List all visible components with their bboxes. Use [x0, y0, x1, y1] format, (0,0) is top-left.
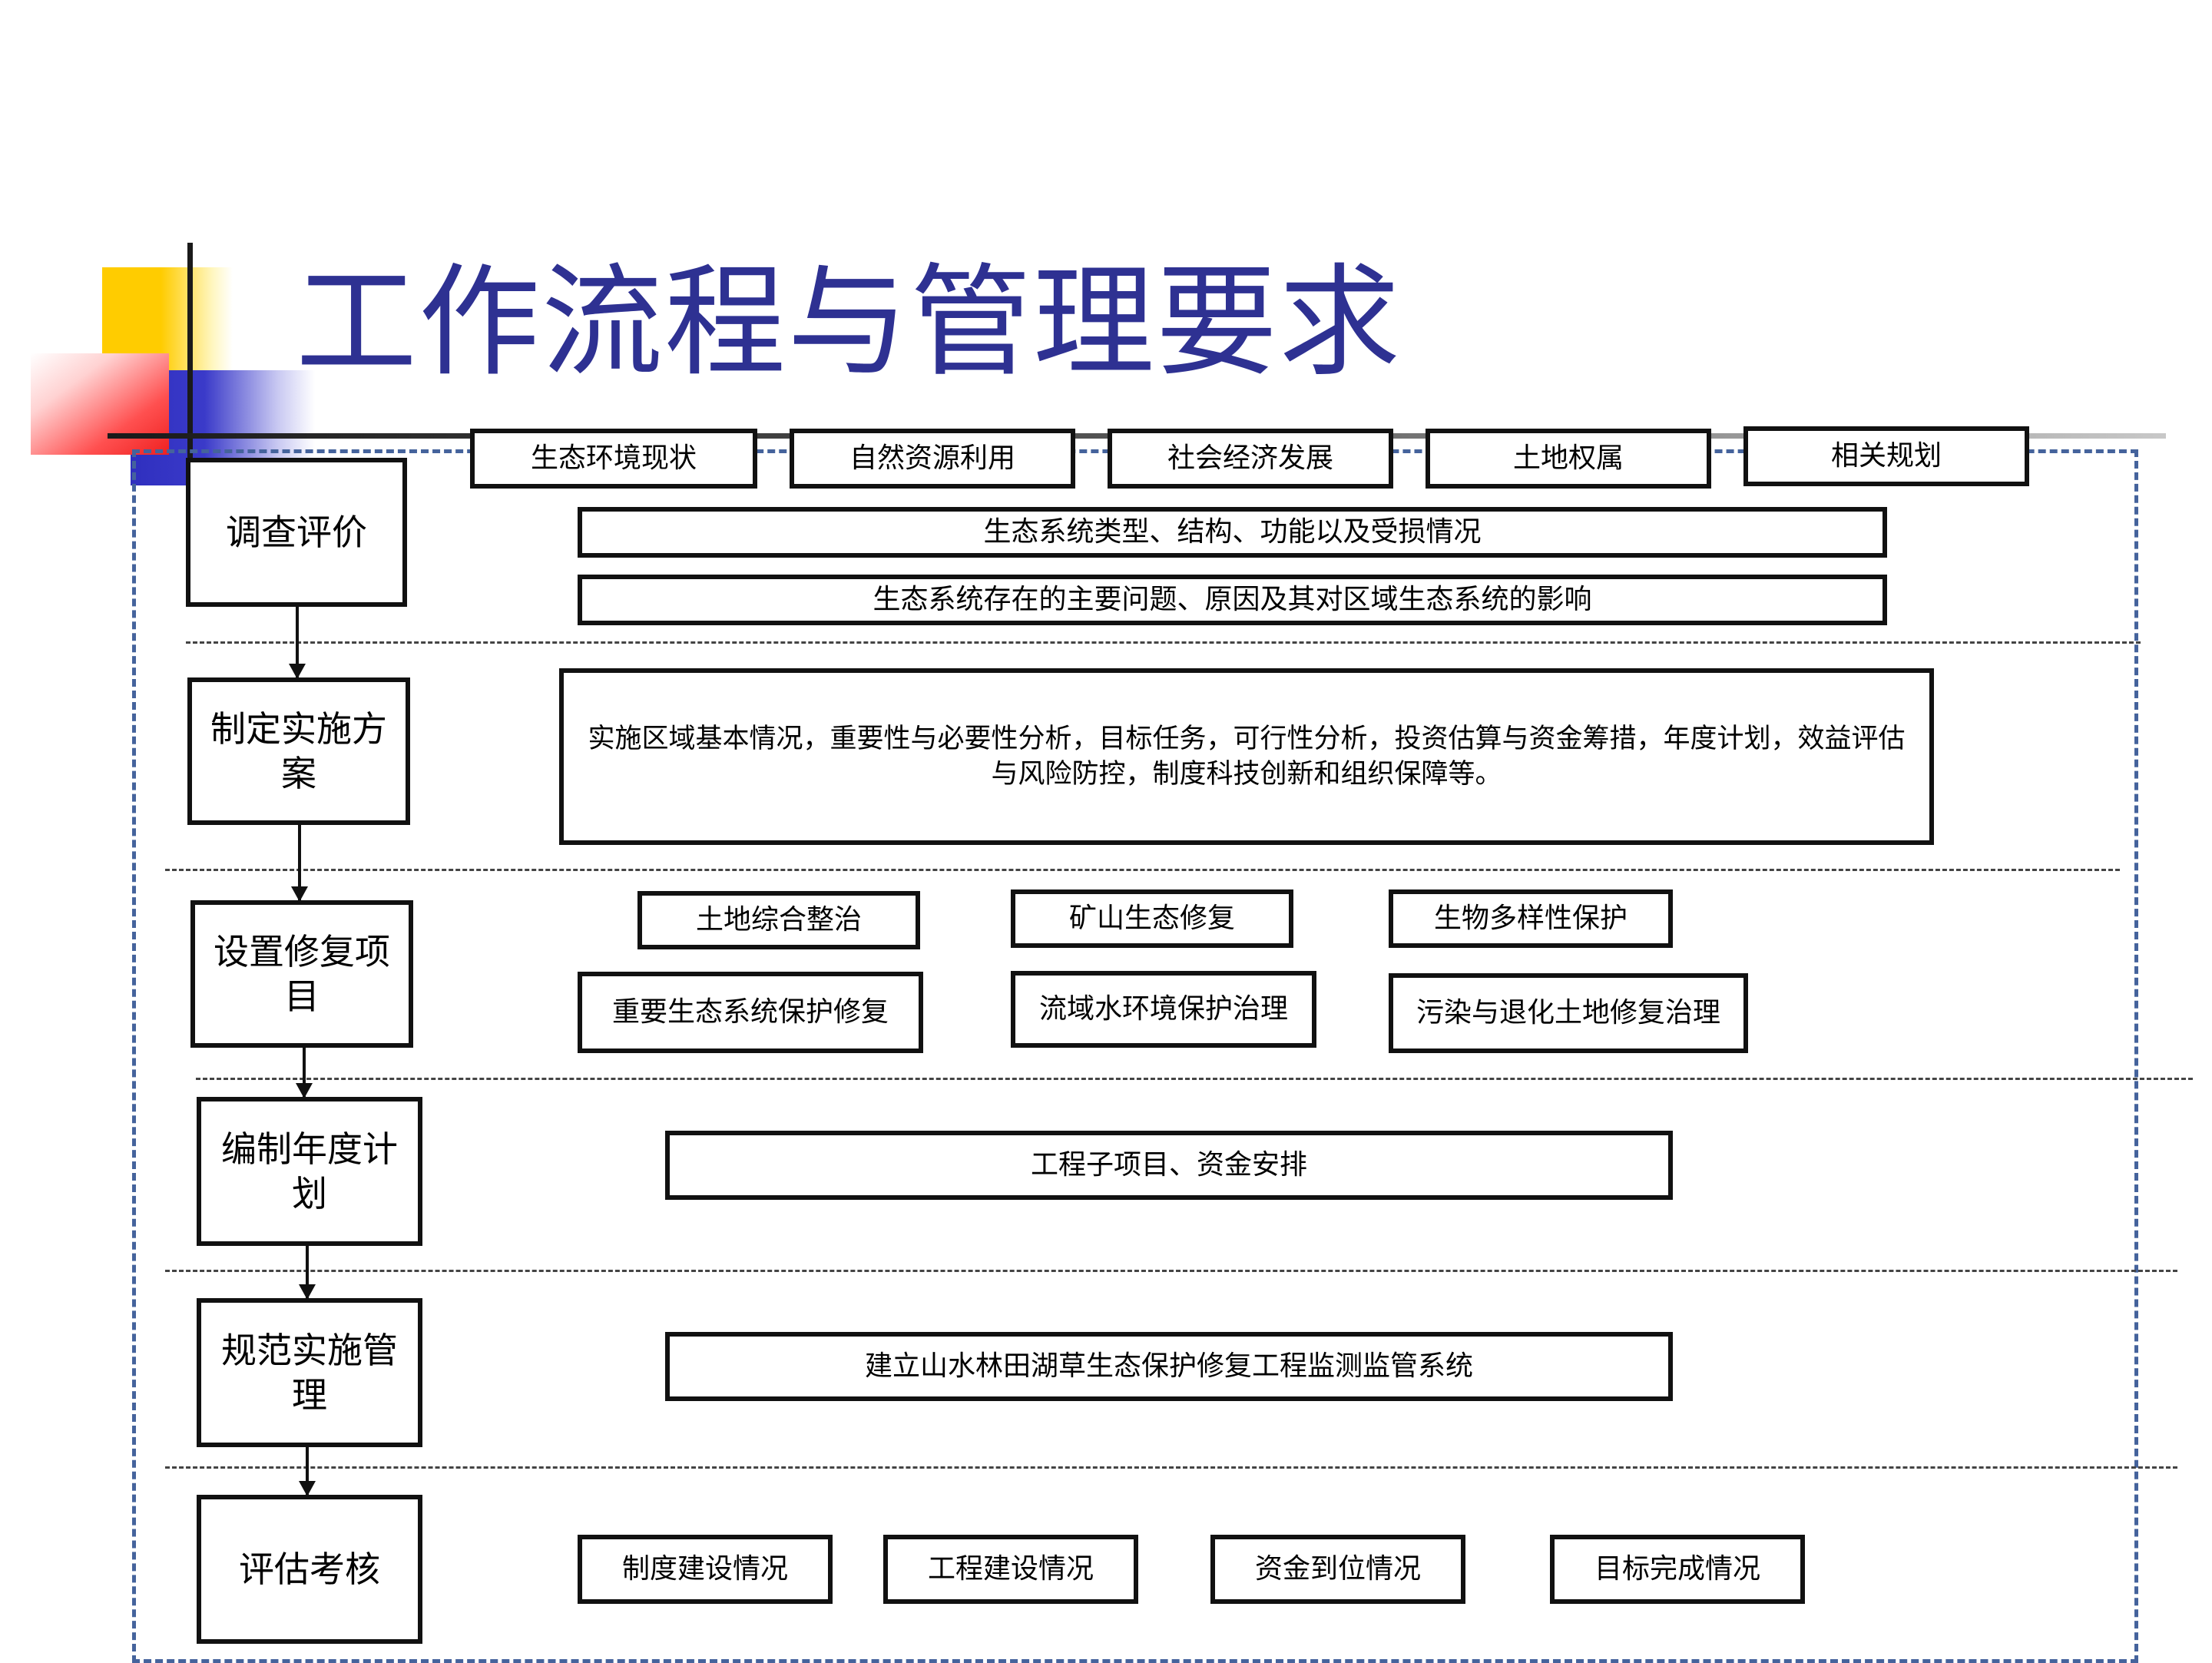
plan-item-contents: 实施区域基本情况，重要性与必要性分析，目标任务，可行性分析，投资估算与资金筹措，… [559, 668, 1934, 845]
page-title: 工作流程与管理要求 [296, 252, 1402, 393]
evaluation-item-institution: 制度建设情况 [578, 1535, 833, 1604]
project-item-mine-restoration: 矿山生态修复 [1011, 889, 1293, 948]
source-box-socio-economic: 社会经济发展 [1108, 429, 1393, 489]
source-box-eco-status: 生态环境现状 [470, 429, 757, 489]
title-decoration-red [31, 353, 169, 455]
outer-dashed-frame [132, 449, 2138, 1663]
stage-box-management: 规范实施管理 [197, 1298, 422, 1447]
stage-separator [196, 1078, 2193, 1080]
stage-separator [186, 641, 2141, 644]
stage-separator [165, 1466, 2177, 1469]
project-item-polluted-land: 污染与退化土地修复治理 [1389, 973, 1748, 1053]
management-item-monitoring-system: 建立山水林田湖草生态保护修复工程监测监管系统 [665, 1332, 1673, 1401]
stage-separator [165, 1270, 2177, 1272]
stage-separator [165, 869, 2120, 871]
flow-arrow [299, 1246, 316, 1300]
flow-arrow [291, 825, 308, 902]
title-decoration-vertical-line [187, 243, 193, 489]
project-item-land-consolidation: 土地综合整治 [637, 891, 920, 949]
evaluation-item-funding: 资金到位情况 [1210, 1535, 1465, 1604]
flow-arrow [299, 1447, 316, 1496]
project-item-key-ecosystem: 重要生态系统保护修复 [578, 972, 923, 1053]
stage-box-survey: 调查评价 [186, 458, 407, 607]
stage-box-annual-plan: 编制年度计划 [197, 1097, 422, 1246]
stage-box-plan: 制定实施方案 [187, 677, 410, 825]
survey-item-ecosystem-status: 生态系统类型、结构、功能以及受损情况 [578, 507, 1887, 558]
flow-arrow [289, 607, 306, 679]
source-box-resource-use: 自然资源利用 [790, 429, 1075, 489]
source-box-land-ownership: 土地权属 [1426, 429, 1711, 489]
project-item-watershed: 流域水环境保护治理 [1011, 971, 1316, 1048]
stage-box-projects: 设置修复项目 [190, 900, 413, 1048]
evaluation-item-goal-completion: 目标完成情况 [1550, 1535, 1805, 1604]
annual-plan-item: 工程子项目、资金安排 [665, 1131, 1673, 1200]
survey-item-ecosystem-issues: 生态系统存在的主要问题、原因及其对区域生态系统的影响 [578, 575, 1887, 625]
flow-arrow [296, 1048, 313, 1098]
project-item-biodiversity: 生物多样性保护 [1389, 889, 1673, 948]
stage-box-evaluation: 评估考核 [197, 1495, 422, 1644]
evaluation-item-construction: 工程建设情况 [883, 1535, 1138, 1604]
source-box-related-plans: 相关规划 [1743, 426, 2029, 486]
